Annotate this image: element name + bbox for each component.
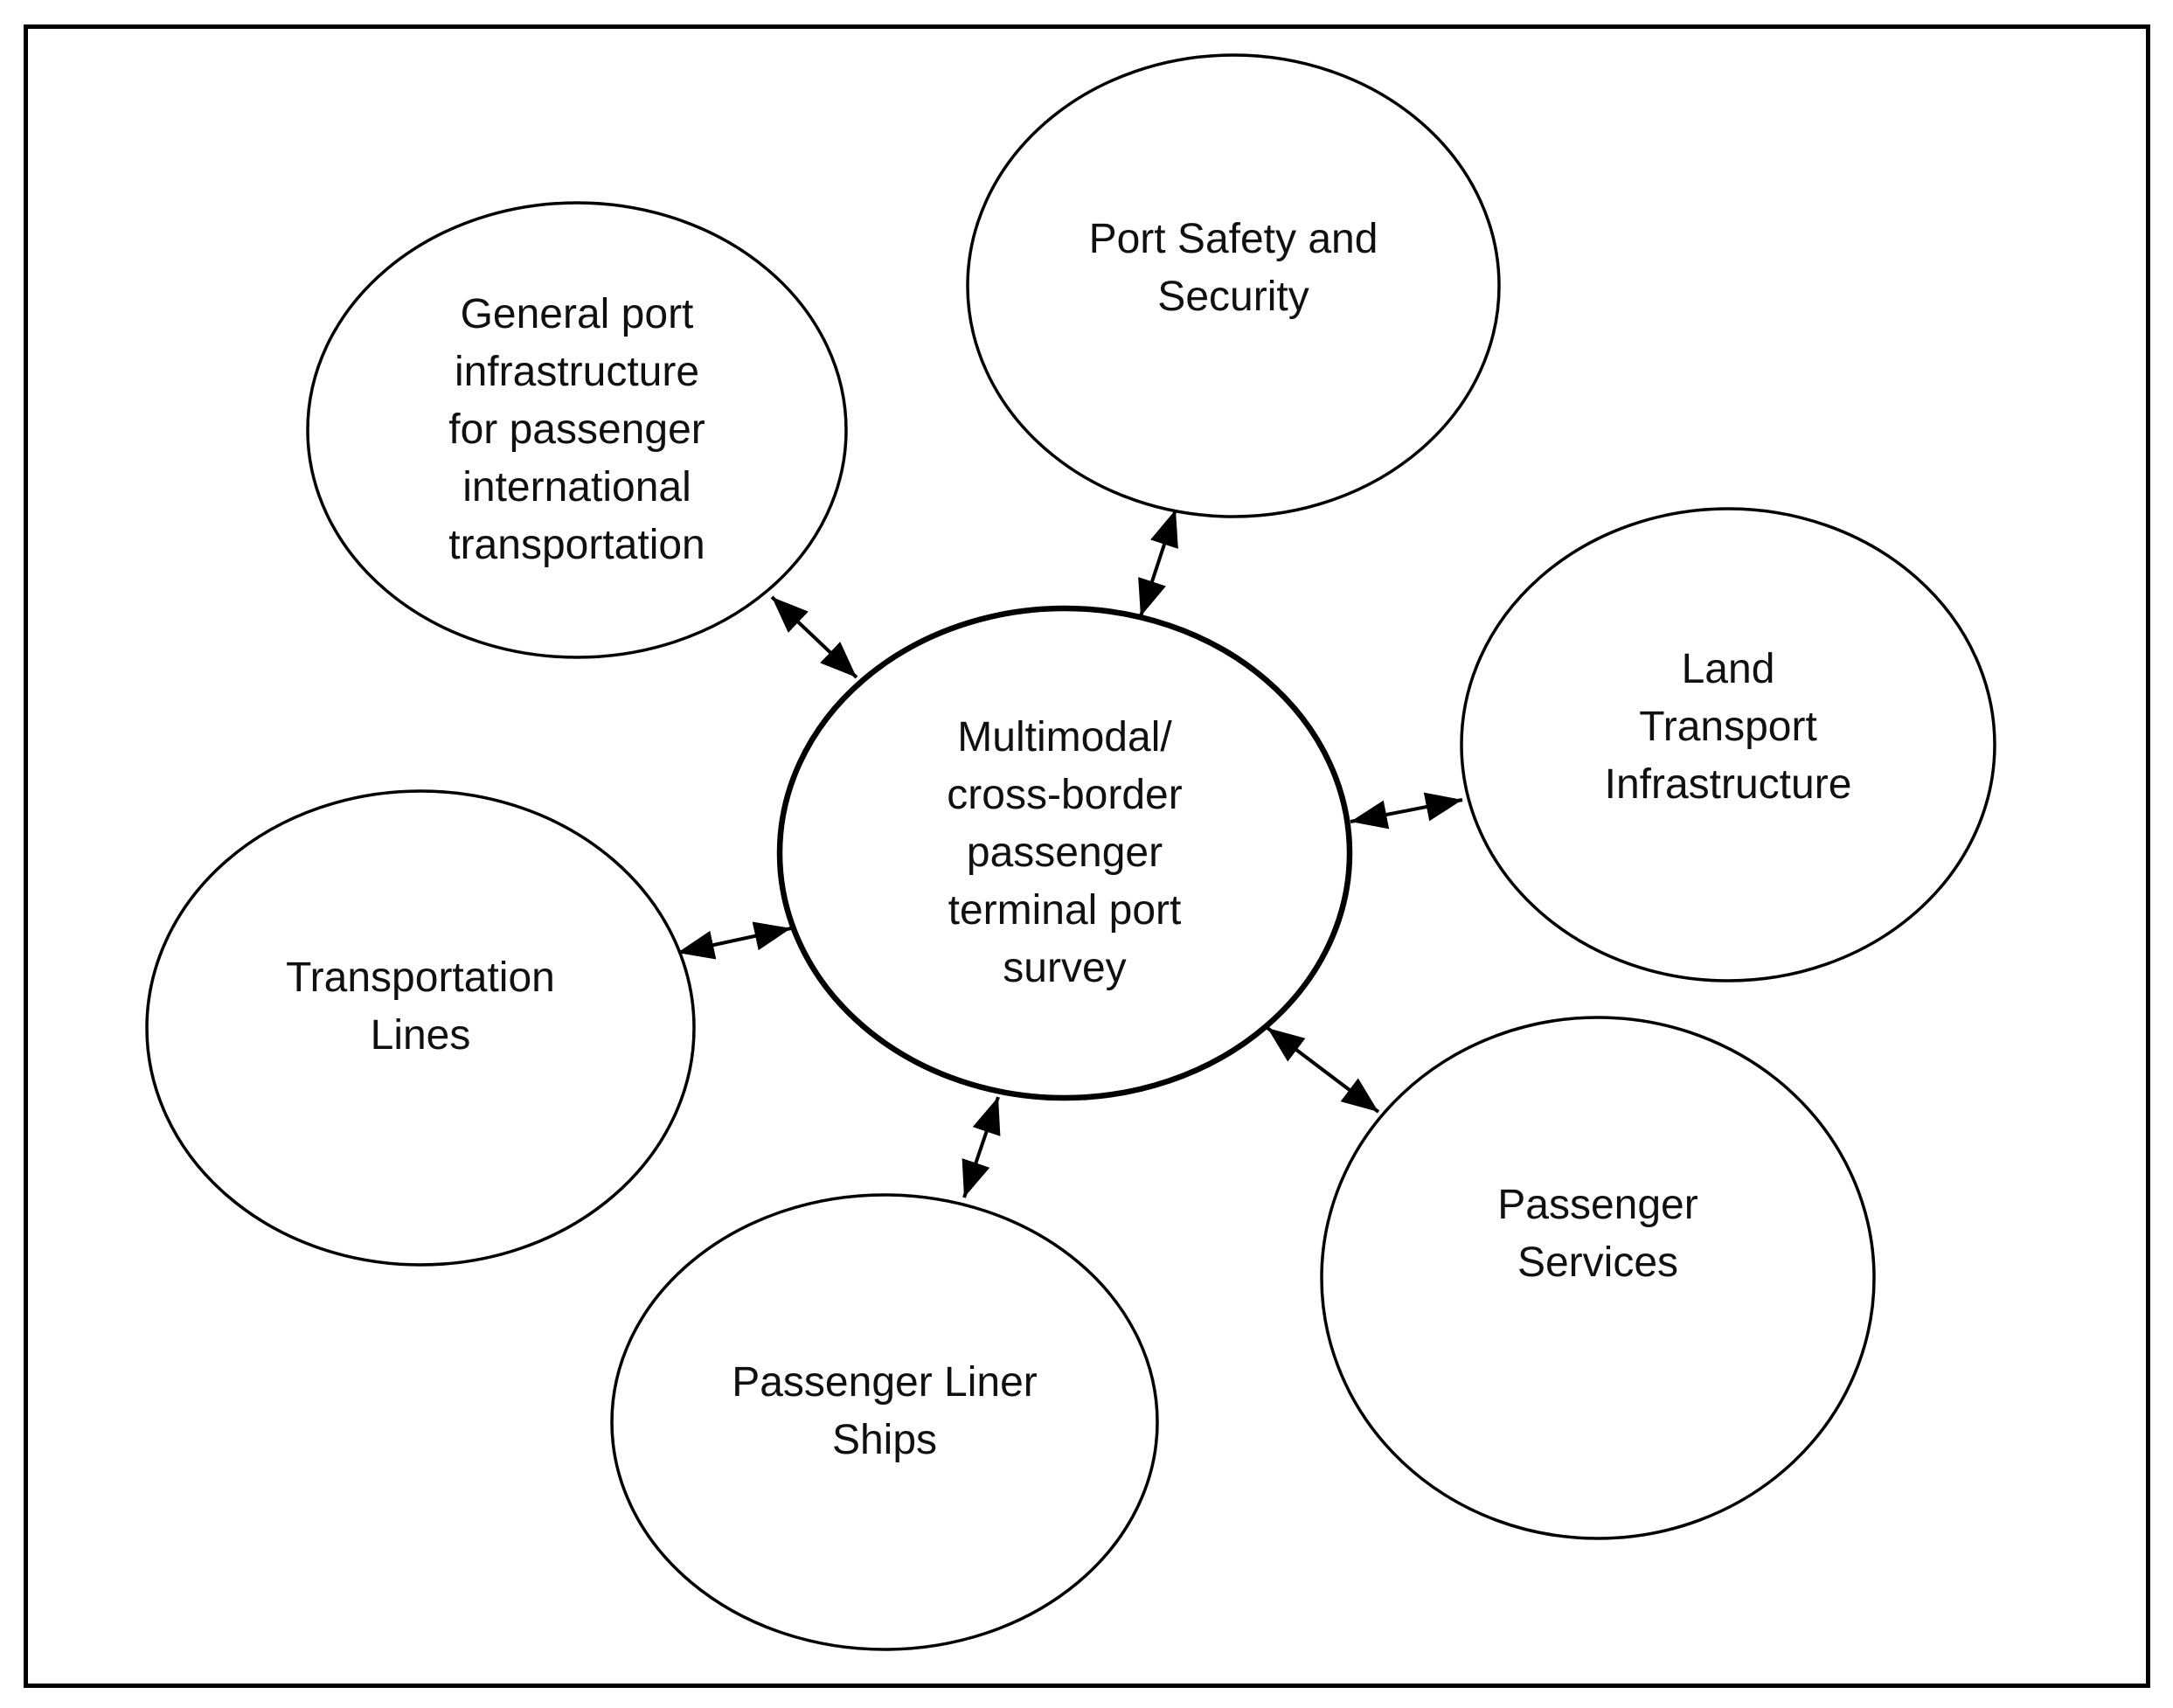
connector-arrows — [677, 509, 1463, 1198]
arrow-center-to-transportation-lines — [677, 921, 792, 960]
diagram-border — [24, 24, 2150, 1688]
transportation-lines-circle — [145, 789, 696, 1267]
arrow-center-to-passenger-liner-ships — [962, 1096, 1001, 1198]
port-safety-and-security-circle — [966, 53, 1501, 518]
passenger-liner-ships-circle — [610, 1193, 1159, 1651]
land-transport-infrastructure-circle — [1460, 507, 1996, 982]
arrow-center-to-land-transport-infrastructure — [1350, 792, 1463, 830]
center-survey-circle — [776, 605, 1353, 1101]
arrow-center-to-general-port-infrastructure — [770, 595, 858, 679]
arrow-center-to-port-safety-and-security — [1138, 509, 1178, 617]
passenger-services-circle — [1320, 1016, 1876, 1540]
arrow-center-to-passenger-services — [1266, 1026, 1380, 1114]
general-port-infrastructure-circle — [306, 201, 848, 659]
